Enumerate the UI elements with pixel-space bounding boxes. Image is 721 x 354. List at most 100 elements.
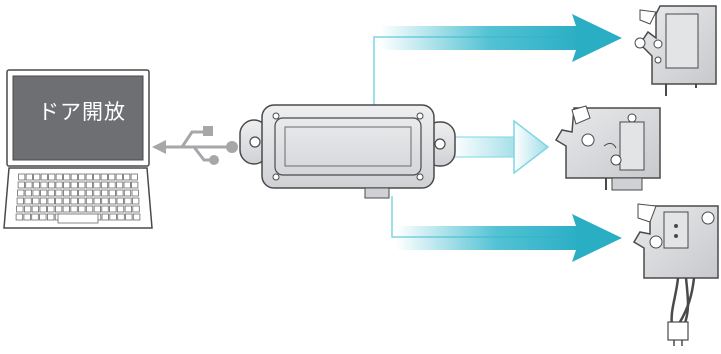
arrow-middle [451, 119, 550, 175]
keyboard-key [39, 197, 48, 205]
keyboard-key [123, 181, 131, 189]
keyboard-key [62, 205, 70, 213]
keyboard-key [100, 173, 108, 181]
usb-icon [152, 126, 238, 165]
keyboard-key [39, 213, 47, 221]
keyboard-key [39, 205, 47, 213]
keyboard-key [100, 181, 109, 189]
keyboard-key [85, 189, 93, 197]
keyboard-key [109, 213, 117, 221]
keyboard-key [18, 173, 26, 181]
keyboard-key [24, 189, 33, 197]
lock-device-top [634, 5, 717, 96]
keyboard-key [124, 205, 132, 213]
keyboard-key [63, 189, 71, 197]
keyboard-key [93, 197, 101, 205]
keyboard-key [32, 189, 40, 197]
keyboard-key [116, 189, 124, 197]
arrow-bottom [396, 214, 622, 262]
keyboard-key [93, 205, 101, 213]
keyboard-key [125, 213, 133, 221]
keyboard-key [70, 181, 78, 189]
keyboard-key [108, 189, 116, 197]
keyboard-key [55, 173, 63, 181]
keyboard-key [62, 197, 71, 205]
keyboard-key [124, 197, 132, 205]
keyboard-key [15, 213, 24, 221]
keyboard-key [132, 213, 141, 221]
keyboard-key [78, 181, 86, 189]
keyboard-key [48, 181, 56, 189]
keyboard-key [78, 197, 86, 205]
keyboard-key [123, 173, 131, 181]
keyboard-key [55, 205, 63, 213]
keyboard-key [16, 205, 24, 213]
keyboard-key [47, 189, 55, 197]
keyboard-key [17, 189, 25, 197]
keyboard-key [23, 205, 32, 213]
keyboard-key [40, 173, 48, 181]
keyboard-key [24, 197, 32, 205]
keyboard-key [55, 189, 63, 197]
keyboard-key [47, 213, 55, 221]
keyboard-key [132, 205, 140, 213]
keyboard-key [85, 197, 94, 205]
keyboard-key [31, 213, 39, 221]
keyboard-key [63, 181, 71, 189]
laptop-screen [12, 75, 144, 161]
laptop-screen-label: ドア開放 [38, 100, 126, 124]
keyboard-key [17, 181, 25, 189]
keyboard-key [85, 181, 93, 189]
keyboard-key [131, 189, 139, 197]
keyboard-key [78, 205, 86, 213]
keyboard-key [55, 197, 63, 205]
keyboard-key [23, 213, 31, 221]
keyboard-key [108, 173, 116, 181]
laptop-keyboard [15, 173, 141, 224]
keyboard-key [47, 205, 55, 213]
keyboard-key [25, 173, 33, 181]
keyboard-key [32, 197, 40, 205]
keyboard-key [116, 181, 124, 189]
keyboard-key [116, 205, 125, 213]
keyboard-key [63, 173, 71, 181]
keyboard-key [25, 181, 33, 189]
keyboard-key [70, 197, 78, 205]
keyboard-key [70, 189, 78, 197]
keyboard-key [78, 173, 86, 181]
keyboard-key [115, 173, 123, 181]
keyboard-key [131, 181, 139, 189]
keyboard-key [108, 181, 116, 189]
keyboard-key [101, 189, 109, 197]
keyboard-key [93, 173, 101, 181]
keyboard-key [93, 189, 101, 197]
keyboard-key [40, 181, 48, 189]
keyboard-key [33, 173, 41, 181]
keyboard-key [123, 189, 132, 197]
keyboard-key [32, 181, 41, 189]
keyboard-key [48, 173, 56, 181]
keyboard-key [93, 181, 101, 189]
lock-device-middle [554, 105, 661, 191]
laptop-touchpad [57, 213, 99, 224]
keyboard-key [101, 197, 109, 205]
keyboard-key [78, 189, 86, 197]
keyboard-key [130, 173, 138, 181]
lock-device-bottom [632, 203, 719, 346]
arrow-top [380, 14, 622, 62]
laptop [3, 69, 153, 229]
keyboard-key [16, 197, 25, 205]
keyboard-key [31, 205, 39, 213]
keyboard-key [70, 205, 78, 213]
keyboard-key [40, 189, 48, 197]
keyboard-key [47, 197, 55, 205]
lock-device-bottom-wires [670, 277, 696, 327]
keyboard-key [85, 173, 93, 181]
keyboard-key [117, 213, 125, 221]
keyboard-key [55, 181, 63, 189]
keyboard-key [101, 213, 109, 221]
keyboard-key [70, 173, 78, 181]
keyboard-key [116, 197, 124, 205]
keyboard-key [108, 197, 117, 205]
